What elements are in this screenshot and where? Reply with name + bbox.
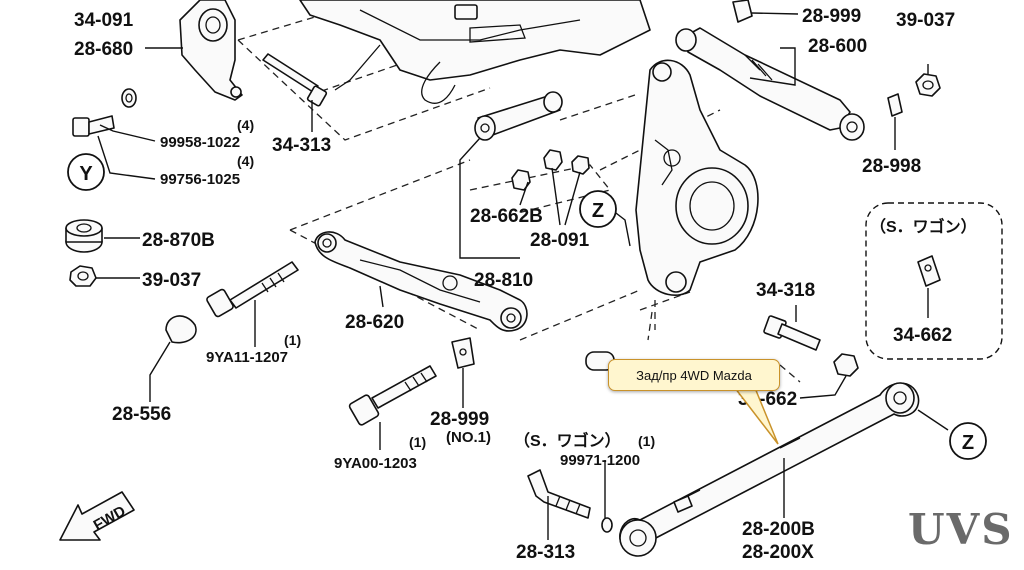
bushing-28-870b [65, 219, 103, 253]
wagon-note: （S．ワゴン） [514, 431, 621, 450]
trailing-link-28-200 [619, 382, 920, 557]
nut-34-662-right [833, 353, 859, 377]
plate-28-999-top [732, 0, 753, 23]
part-labels: 34-091 28-680 28-999 39-037 28-600 34-31… [74, 6, 977, 563]
leader-lines [96, 12, 949, 540]
marker-y: Y [67, 153, 105, 191]
tooltip-popup: Зад/пр 4WD Mazda [608, 359, 780, 391]
svg-text:Z: Z [592, 200, 604, 222]
uvs-watermark: UVS [908, 505, 1014, 554]
plate-28-999-mid [451, 337, 475, 369]
label-28-810: 28-810 [474, 270, 533, 291]
label-34-662-box: 34-662 [893, 325, 952, 346]
label-28-680: 28-680 [74, 39, 133, 60]
nut-39-037-left [69, 265, 97, 287]
wagon-inset-box [865, 202, 1003, 360]
qty-9ya00: (1) [409, 434, 426, 450]
label-28-999-top: 28-999 [802, 6, 861, 27]
bolt-99958 [72, 88, 137, 137]
qty-99971: (1) [638, 433, 655, 449]
svg-text:Y: Y [79, 163, 93, 185]
marker-z-top: Z [579, 190, 617, 228]
mount-bracket-28-680 [179, 0, 243, 101]
label-28-556: 28-556 [112, 404, 171, 425]
wagon-box-title: （S．ワゴン） [870, 217, 977, 236]
label-99971-1200: 99971-1200 [560, 452, 640, 469]
upper-link-28-600 [675, 27, 865, 141]
bolt-34-313 [262, 53, 328, 107]
nut-39-037-right [915, 73, 941, 97]
cap-28-556 [165, 315, 197, 344]
bolt-34-318 [763, 315, 821, 351]
label-34-313: 34-313 [272, 135, 331, 156]
label-28-313: 28-313 [516, 542, 575, 563]
label-28-600: 28-600 [808, 36, 867, 57]
bolt-28-313 [527, 469, 591, 519]
washer-99971 [601, 517, 613, 533]
lower-arm-28-620 [314, 231, 528, 332]
plate-28-998 [887, 93, 903, 117]
label-28-998: 28-998 [862, 156, 921, 177]
label-28-620: 28-620 [345, 312, 404, 333]
tooltip-text: Зад/пр 4WD Mazda [636, 367, 752, 383]
label-39-037-left: 39-037 [142, 270, 201, 291]
label-28-870b: 28-870B [142, 230, 215, 251]
rear-subframe [299, 0, 651, 104]
assembly-guide-lines [237, 4, 801, 383]
svg-text:Z: Z [962, 432, 974, 454]
qty-9ya11: (1) [284, 332, 301, 348]
label-34-091: 34-091 [74, 10, 134, 31]
label-34-318: 34-318 [756, 280, 815, 301]
label-39-037-top: 39-037 [896, 10, 955, 31]
label-28-662b: 28-662B [470, 206, 543, 227]
qty-99958: (4) [237, 117, 254, 133]
nuts-28-662b-28-091 [511, 149, 590, 191]
label-28-999-note: (NO.1) [446, 429, 491, 446]
label-28-999-mid: 28-999 [430, 409, 489, 430]
label-28-091: 28-091 [530, 230, 590, 251]
label-28-200b: 28-200B [742, 519, 815, 540]
link-28-810 [474, 91, 563, 141]
qty-99756: (4) [237, 153, 254, 169]
bolt-9ya11-1207 [206, 261, 299, 318]
marker-z-right: Z [949, 422, 987, 460]
label-99756-1025: 99756-1025 [160, 171, 240, 188]
label-99958-1022: 99958-1022 [160, 134, 240, 151]
bolt-9ya00-1203 [348, 365, 437, 426]
label-9ya00-1203: 9YA00-1203 [334, 455, 417, 472]
label-9ya11-1207: 9YA11-1207 [206, 349, 288, 366]
fwd-arrow: FWD [59, 491, 135, 541]
label-28-200x: 28-200X [742, 542, 814, 563]
rear-knuckle [635, 59, 759, 296]
